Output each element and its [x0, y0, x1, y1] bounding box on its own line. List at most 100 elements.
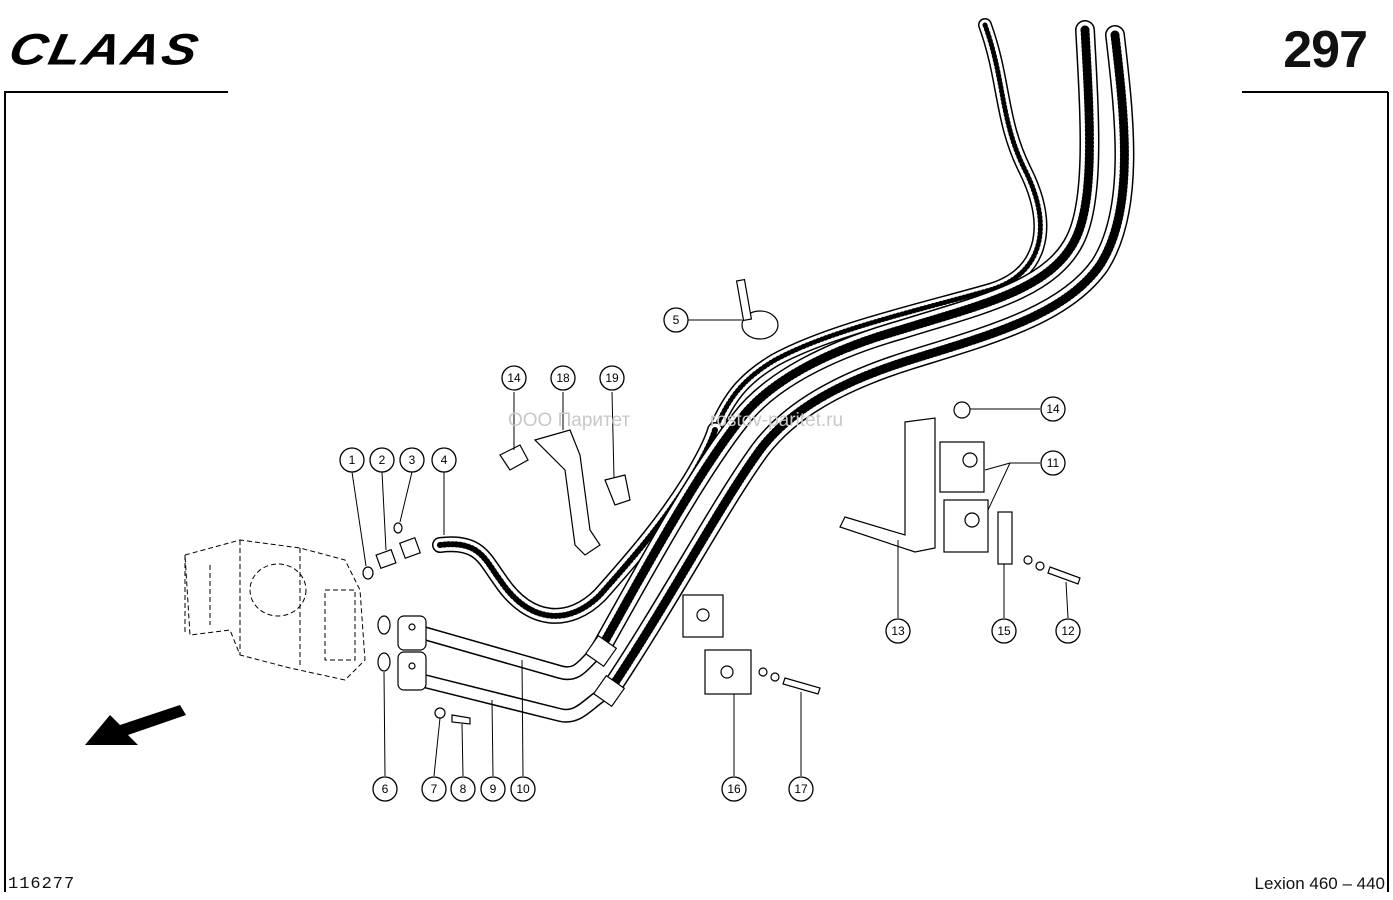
clamp-16-bore-lower	[720, 665, 734, 679]
hose-c-outline	[600, 25, 1135, 700]
bracket-13	[839, 417, 936, 553]
hose-clamp-5	[735, 278, 779, 340]
o-ring-1	[362, 566, 374, 580]
clip-14-right	[953, 401, 971, 419]
svg-text:13: 13	[891, 624, 905, 638]
page-number-underline	[1242, 91, 1388, 93]
svg-text:2: 2	[379, 453, 386, 467]
callout-2: 2	[369, 447, 395, 473]
right-frame-line	[1387, 92, 1389, 892]
flange-lower	[397, 651, 427, 691]
model-label: Lexion 460 – 440	[1254, 874, 1385, 893]
leader-7	[433, 717, 441, 777]
seal-3	[393, 522, 403, 534]
nut-16	[758, 667, 768, 677]
hose-c-texture	[605, 30, 1129, 695]
leader-19	[611, 391, 615, 479]
logo-underline	[4, 91, 228, 93]
svg-text:9: 9	[490, 782, 497, 796]
flange-upper-hole	[408, 623, 416, 631]
pump-phantom	[184, 539, 366, 681]
pump-body-outline	[184, 539, 366, 681]
callout-4: 4	[431, 447, 457, 473]
svg-text:15: 15	[997, 624, 1011, 638]
bracket-set-right	[839, 401, 1081, 585]
bolt-8	[451, 714, 471, 725]
fittings	[362, 522, 471, 725]
callout-17: 17	[788, 776, 814, 802]
flange-lower-hole	[408, 662, 416, 670]
svg-text:3: 3	[409, 453, 416, 467]
leader-8	[461, 723, 464, 777]
svg-text:12: 12	[1061, 624, 1075, 638]
bracket-18	[533, 429, 601, 556]
hose-a-texture	[712, 22, 1043, 433]
svg-text:18: 18	[556, 371, 570, 385]
leader-lines	[351, 319, 1069, 777]
plate-15	[997, 511, 1013, 565]
bracket-set-left	[499, 429, 631, 556]
svg-text:17: 17	[794, 782, 808, 796]
callout-9: 9	[480, 776, 506, 802]
svg-text:4: 4	[441, 453, 448, 467]
leader-12	[1065, 581, 1069, 619]
svg-text:16: 16	[727, 782, 741, 796]
callout-8: 8	[450, 776, 476, 802]
leader-9	[491, 699, 494, 777]
drawing-number: 116277	[8, 875, 76, 894]
callout-3: 3	[399, 447, 425, 473]
svg-text:6: 6	[382, 782, 389, 796]
leader-11b	[987, 462, 1011, 511]
callout-14-left: 14	[501, 365, 527, 391]
leader-3	[399, 471, 413, 523]
clamp-tail	[735, 278, 753, 322]
flange-upper	[397, 615, 427, 651]
watermark-site: rostov-paritet.ru	[710, 410, 844, 431]
callout-1: 1	[339, 447, 365, 473]
pipe-10-fill	[414, 626, 606, 679]
bolt-12	[1047, 566, 1081, 585]
clip-14-left	[499, 444, 529, 471]
o-ring-6-upper	[377, 615, 391, 635]
clamp-set-bottom	[682, 594, 821, 695]
callout-19: 19	[599, 365, 625, 391]
callout-15: 15	[991, 618, 1017, 644]
washer-16	[770, 672, 780, 682]
clamp-bore-lower	[964, 512, 980, 528]
svg-text:8: 8	[460, 782, 467, 796]
svg-text:1: 1	[349, 453, 356, 467]
union-2	[375, 548, 397, 570]
travel-direction-arrow	[85, 705, 186, 745]
callout-18: 18	[550, 365, 576, 391]
svg-text:19: 19	[605, 371, 619, 385]
hose-c-fill	[601, 26, 1133, 699]
washer-right	[1035, 561, 1045, 571]
clamp-block-11-lower	[943, 499, 989, 553]
o-ring-6-lower	[377, 652, 391, 672]
svg-text:5: 5	[673, 313, 680, 327]
svg-text:14: 14	[507, 371, 521, 385]
callout-13: 13	[885, 618, 911, 644]
callout-6: 6	[372, 776, 398, 802]
leader-2	[381, 471, 387, 551]
callout-10: 10	[510, 776, 536, 802]
watermark-company: ООО Паритет	[508, 410, 631, 431]
pipe-9-ferrule	[592, 674, 626, 708]
pipe-group	[397, 615, 626, 723]
pump-port-circle	[249, 563, 307, 617]
pipe-10-ferrule	[584, 634, 618, 668]
svg-text:7: 7	[431, 782, 438, 796]
callout-16: 16	[721, 776, 747, 802]
svg-text:14: 14	[1046, 402, 1060, 416]
clamp-block-11-upper	[939, 441, 985, 493]
leader-10	[521, 659, 524, 777]
pump-body-lines	[184, 540, 301, 668]
hose-group	[432, 18, 1135, 700]
callout-12: 12	[1055, 618, 1081, 644]
clamp-bore-upper	[962, 452, 978, 468]
clip-19	[604, 474, 631, 506]
bolt-17	[782, 677, 821, 695]
washer-7	[434, 707, 446, 719]
